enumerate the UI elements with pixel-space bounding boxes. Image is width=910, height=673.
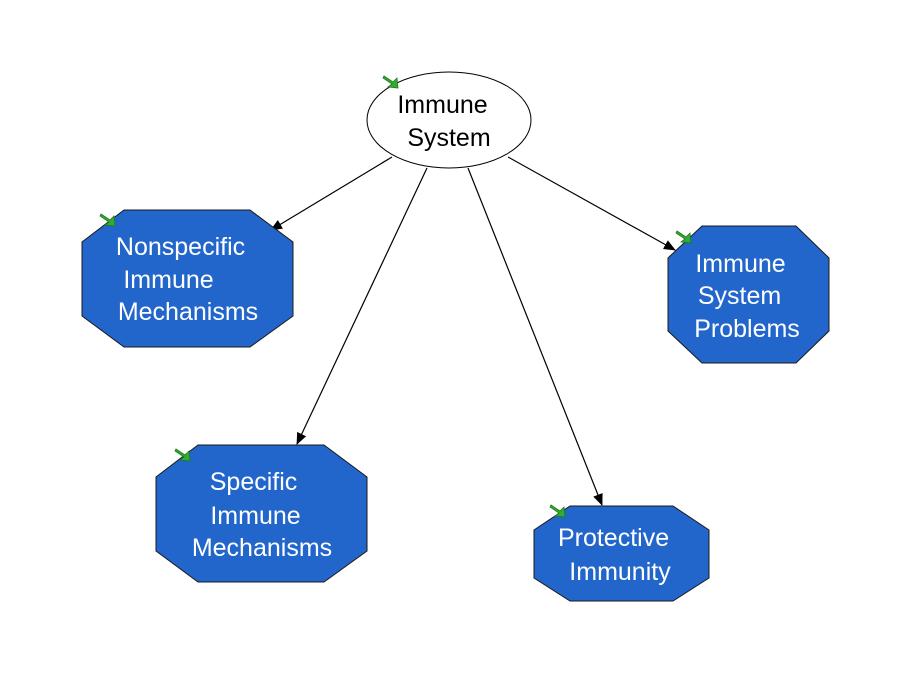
node-label: Immune System Problems — [694, 250, 800, 343]
edge-root-to-specific — [296, 167, 428, 445]
node-label: Protective Immunity — [558, 524, 676, 586]
node-immune-system-problems[interactable]: Immune System Problems — [667, 225, 830, 364]
octagon-shape — [155, 444, 368, 583]
link-arrow-icon[interactable] — [675, 230, 692, 244]
node-protective-immunity[interactable]: Protective Immunity — [533, 504, 710, 602]
link-arrow-icon[interactable] — [549, 504, 566, 518]
node-nonspecific-immune-mechanisms[interactable]: Nonspecific Immune Mechanisms — [81, 209, 294, 348]
edges — [270, 156, 676, 506]
edge-root-to-protective — [467, 167, 603, 506]
root-node[interactable]: Immune System — [366, 71, 532, 169]
root-label: Immune System — [397, 91, 494, 152]
root-ellipse — [366, 71, 532, 169]
octagon-shape — [81, 209, 294, 348]
octagon-shape — [533, 505, 710, 602]
octagon-shape — [667, 225, 830, 364]
edge-root-to-problems — [507, 156, 676, 251]
node-specific-immune-mechanisms[interactable]: Specific Immune Mechanisms — [155, 444, 368, 583]
link-arrow-icon[interactable] — [174, 448, 191, 462]
link-arrow-icon[interactable] — [99, 213, 116, 227]
link-arrow-icon[interactable] — [382, 75, 399, 89]
edge-root-to-nonspecific — [270, 156, 393, 231]
node-label: Specific Immune Mechanisms — [192, 468, 332, 562]
node-label: Nonspecific Immune Mechanisms — [116, 233, 258, 326]
